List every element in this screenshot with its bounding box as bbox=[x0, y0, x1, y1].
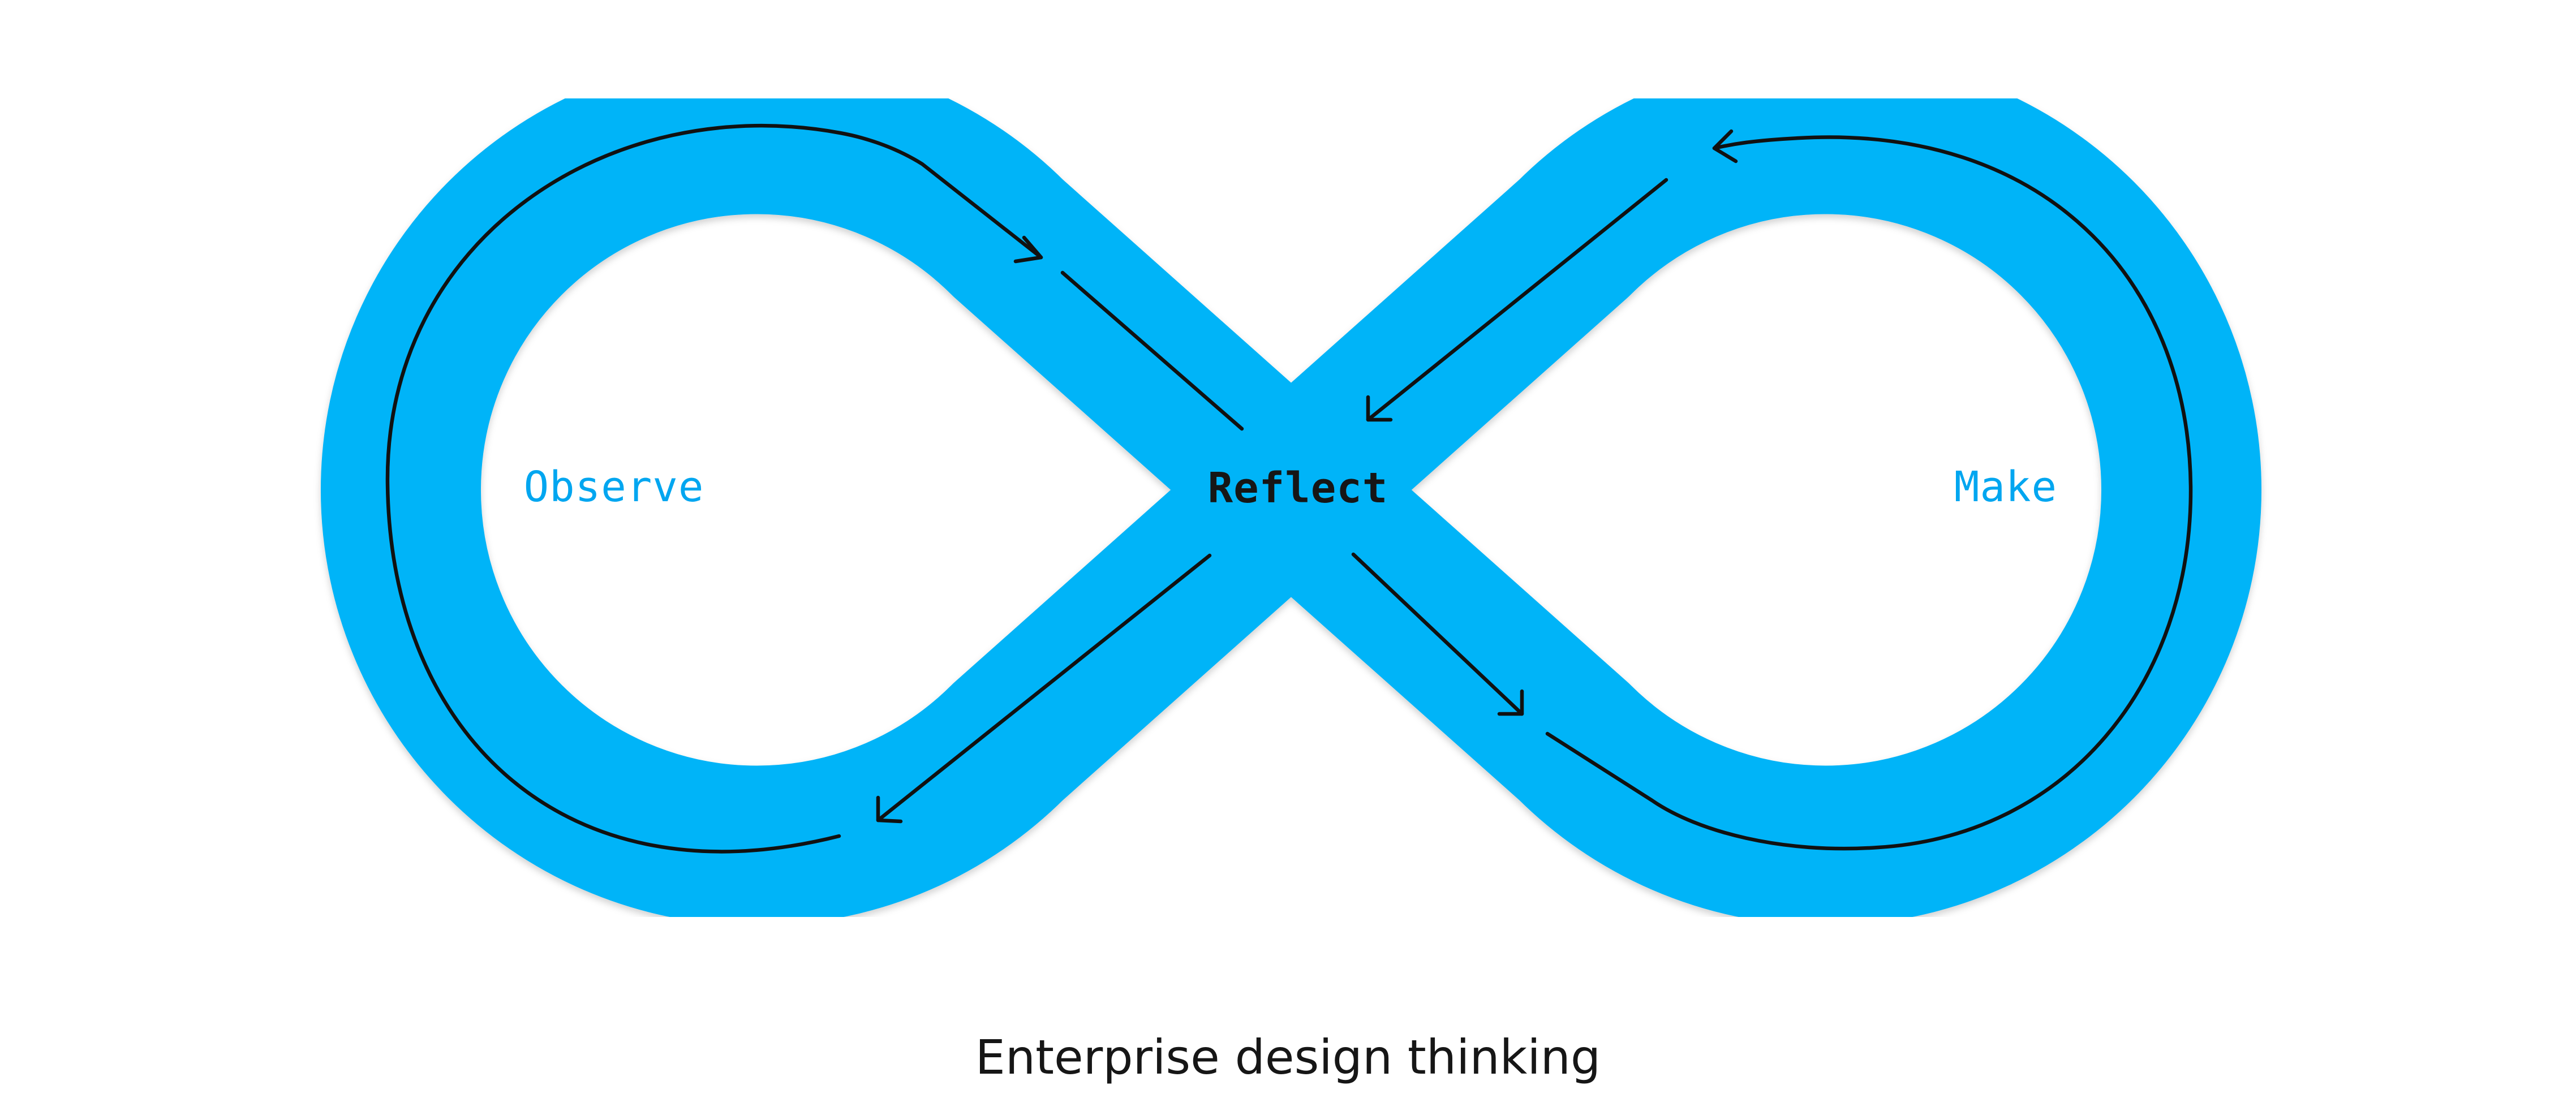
infinity-band-path bbox=[320, 54, 2262, 926]
stage-label-observe: Observe bbox=[524, 463, 704, 511]
diagram-caption: Enterprise design thinking bbox=[975, 1030, 1601, 1085]
stage-label-reflect: Reflect bbox=[1208, 464, 1388, 513]
flow-arrows bbox=[385, 123, 2193, 854]
arrow-into-reflect-top-left bbox=[1060, 270, 1244, 431]
arrow-head-to-observe bbox=[876, 795, 903, 824]
arrow-head-to-make bbox=[1497, 689, 1524, 716]
infinity-band bbox=[320, 54, 2262, 926]
arrow-head-right-top bbox=[1712, 129, 1738, 163]
arrow-right-loop-to-top bbox=[1545, 135, 2193, 851]
arrow-left-loop-to-center bbox=[385, 123, 1043, 854]
arrow-reflect-to-make bbox=[1351, 552, 1524, 716]
arrow-head-left-top bbox=[1013, 235, 1043, 264]
arrow-make-to-reflect bbox=[1366, 178, 1668, 422]
arrow-head-into-reflect bbox=[1366, 395, 1393, 422]
stage-label-make: Make bbox=[1954, 463, 2057, 511]
arrow-reflect-to-observe bbox=[876, 553, 1212, 823]
